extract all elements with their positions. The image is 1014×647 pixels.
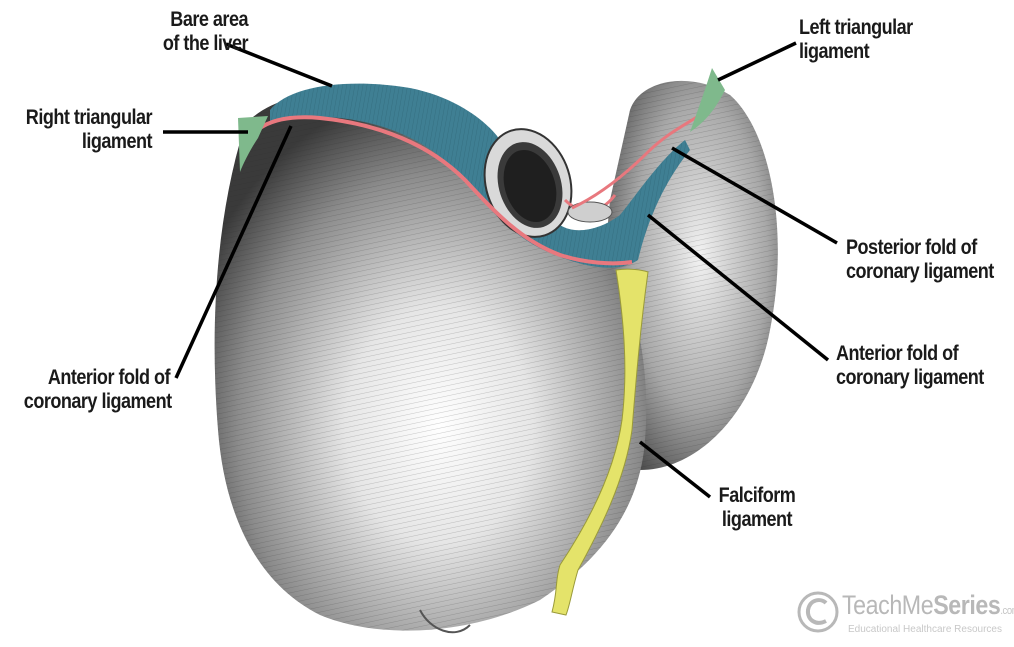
label-falciform-line1: Falciform	[718, 484, 795, 508]
teachmeseries-logo: TeachMeSeries.com Educational Healthcare…	[796, 586, 1011, 642]
brand-domain: .com	[1000, 605, 1014, 617]
label-anterior-fold-right: Anterior fold of coronary ligament	[24, 366, 170, 414]
label-right-triangular-line2: ligament	[21, 130, 152, 154]
label-anterior-fold-left-line1: Anterior fold of	[836, 342, 989, 366]
label-falciform-line2: ligament	[718, 508, 795, 532]
label-left-triangular-line2: ligament	[799, 40, 971, 64]
label-bare-area-line2: of the liver	[128, 32, 248, 56]
copyright-c-icon	[796, 586, 840, 638]
brand-name-bold: Series	[933, 590, 1000, 620]
label-anterior-fold-left-line2: coronary ligament	[836, 366, 989, 390]
label-bare-area-line1: Bare area	[128, 8, 248, 32]
label-left-triangular: Left triangular ligament	[799, 16, 971, 64]
label-bare-area: Bare area of the liver	[128, 8, 248, 56]
label-anterior-fold-right-line2: coronary ligament	[24, 390, 170, 414]
brand-name: TeachMeSeries.com	[842, 590, 1014, 621]
label-anterior-fold-right-line1: Anterior fold of	[24, 366, 170, 390]
brand-name-light: TeachMe	[842, 590, 933, 620]
brand-tagline: Educational Healthcare Resources	[848, 624, 1002, 635]
label-right-triangular-line1: Right triangular	[21, 106, 152, 130]
label-posterior-fold: Posterior fold of coronary ligament	[846, 236, 990, 284]
label-posterior-fold-line1: Posterior fold of	[846, 236, 990, 260]
leader-left-triangular	[718, 43, 796, 80]
label-right-triangular: Right triangular ligament	[21, 106, 152, 154]
label-posterior-fold-line2: coronary ligament	[846, 260, 990, 284]
label-anterior-fold-left: Anterior fold of coronary ligament	[836, 342, 989, 390]
label-left-triangular-line1: Left triangular	[799, 16, 971, 40]
label-falciform: Falciform ligament	[718, 484, 795, 532]
